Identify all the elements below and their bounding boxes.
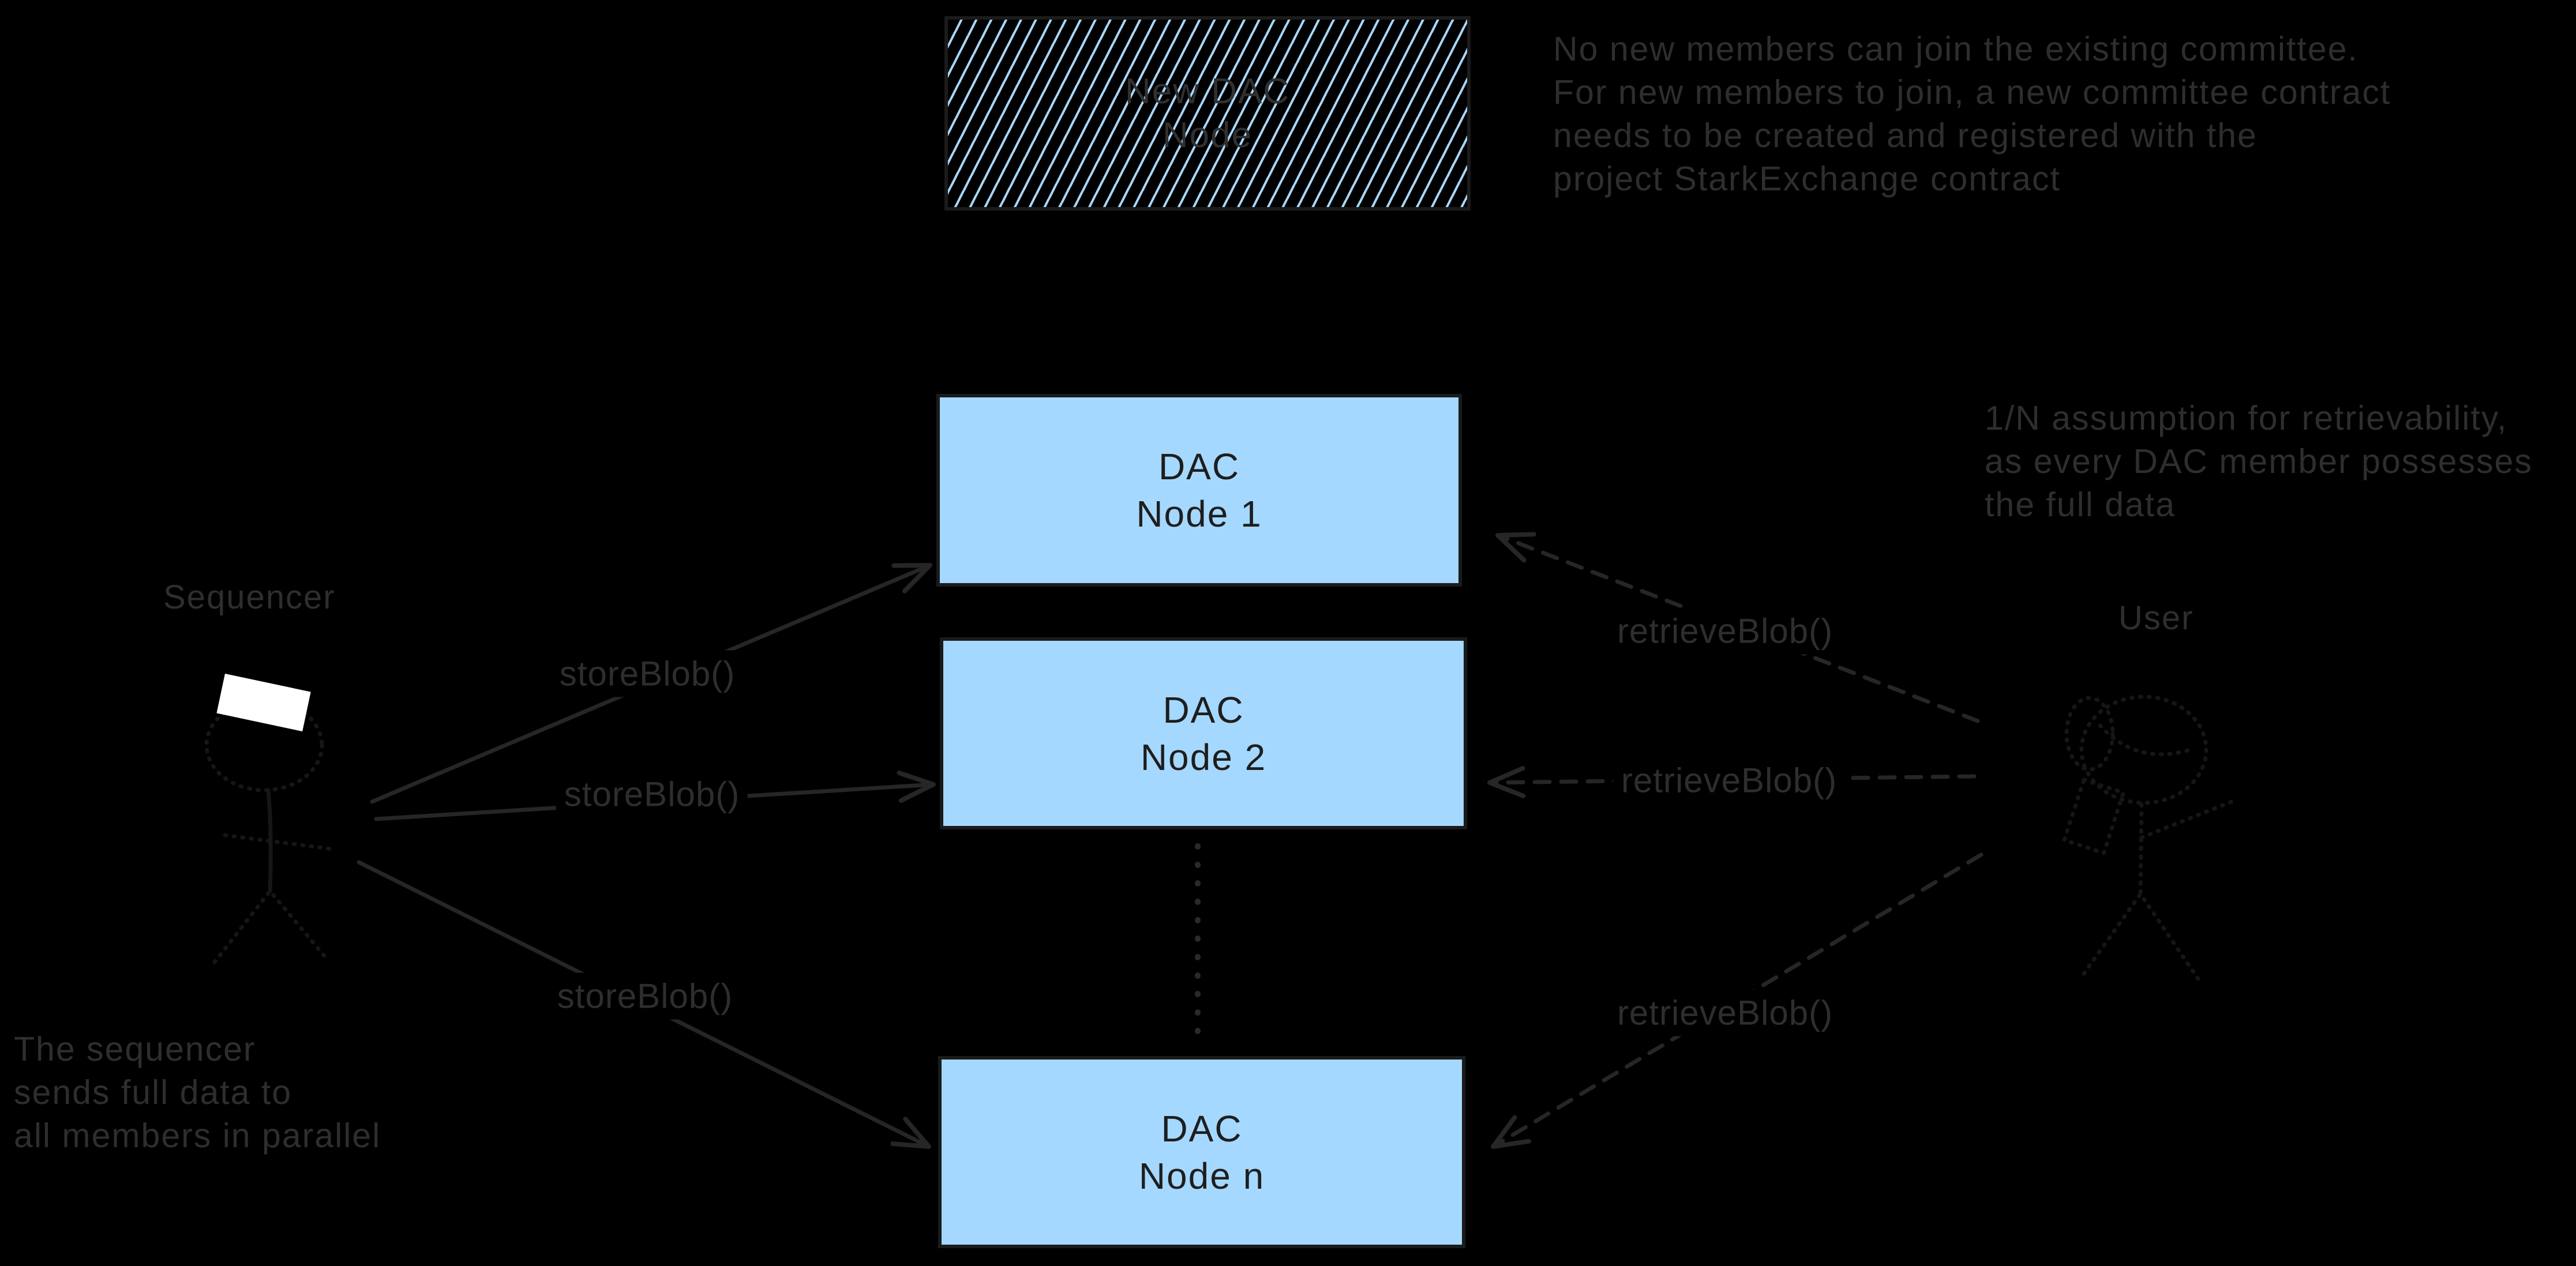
arrowhead-icon <box>891 563 932 593</box>
user-phone <box>2061 777 2126 856</box>
dac-node-n-label-line2: Node n <box>1138 1155 1265 1197</box>
user-hair <box>2064 696 2115 772</box>
dac-node-1-box: DAC Node 1 <box>936 394 1462 587</box>
new-dac-node-label-line2: Node <box>1162 115 1253 155</box>
retrieve-blob-label-3: retrieveBlob() <box>1608 989 1842 1036</box>
user-legs <box>2082 890 2202 983</box>
dac-node-2-label-line1: DAC <box>1163 689 1244 731</box>
dac-node-2-label-line2: Node 2 <box>1140 736 1267 778</box>
store-blob-label-2: storeBlob() <box>556 771 748 818</box>
committee-note: No new members can join the existing com… <box>1553 28 2391 201</box>
note-line: project StarkExchange contract <box>1553 160 2061 198</box>
note-line: sends full data to <box>14 1073 293 1111</box>
dac-node-2-box: DAC Node 2 <box>940 637 1467 829</box>
note-line: No new members can join the existing com… <box>1553 30 2358 68</box>
retrieve-blob-arrow-3 <box>1491 852 1983 1149</box>
new-dac-node-label-line1: New DAC <box>1124 71 1291 111</box>
retrieve-blob-arrow-1 <box>1495 532 1980 723</box>
sequencer-legs <box>212 888 329 964</box>
sequencer-label: Sequencer <box>163 578 336 616</box>
note-line: 1/N assumption for retrievability, <box>1985 399 2508 437</box>
new-dac-node-box: New DAC Node <box>944 16 1471 211</box>
note-line: needs to be created and registered with … <box>1553 117 2258 155</box>
sequencer-body <box>266 788 273 893</box>
user-face-curve <box>2098 723 2196 757</box>
sequencer-figure <box>204 674 334 964</box>
note-line: as every DAC member possesses <box>1985 442 2533 480</box>
retrieve-blob-label-2: retrieveBlob() <box>1613 757 1846 804</box>
arrowhead-icon <box>890 1117 931 1149</box>
store-blob-label-3: storeBlob() <box>549 972 741 1020</box>
user-head <box>2079 694 2208 805</box>
dac-node-1-label-line1: DAC <box>1158 446 1240 487</box>
sequencer-hat <box>216 674 311 732</box>
user-body <box>2138 802 2144 896</box>
user-arm <box>2139 799 2234 840</box>
dac-node-n-box: DAC Node n <box>938 1056 1465 1248</box>
store-blob-label-1: storeBlob() <box>551 650 744 697</box>
retrievability-note: 1/N assumption for retrievability, as ev… <box>1985 397 2533 527</box>
arrowhead-icon <box>1495 532 1536 563</box>
retrieve-blob-label-1: retrieveBlob() <box>1608 607 1842 655</box>
parallel-send-note: The sequencer sends full data to all mem… <box>14 1028 381 1158</box>
user-label: User <box>2118 599 2194 637</box>
note-line: For new members to join, a new committee… <box>1553 73 2391 111</box>
arrowhead-icon <box>1491 1115 1532 1149</box>
user-figure <box>2061 694 2234 983</box>
note-line: The sequencer <box>14 1030 256 1068</box>
dac-node-n-label-line1: DAC <box>1161 1107 1243 1149</box>
note-line: the full data <box>1985 486 2176 524</box>
sequencer-arm <box>223 833 334 851</box>
arrowhead-icon <box>1487 765 1526 798</box>
dac-node-1-label-line2: Node 1 <box>1136 493 1262 535</box>
arrowhead-icon <box>897 771 936 803</box>
note-line: all members in parallel <box>14 1117 381 1155</box>
